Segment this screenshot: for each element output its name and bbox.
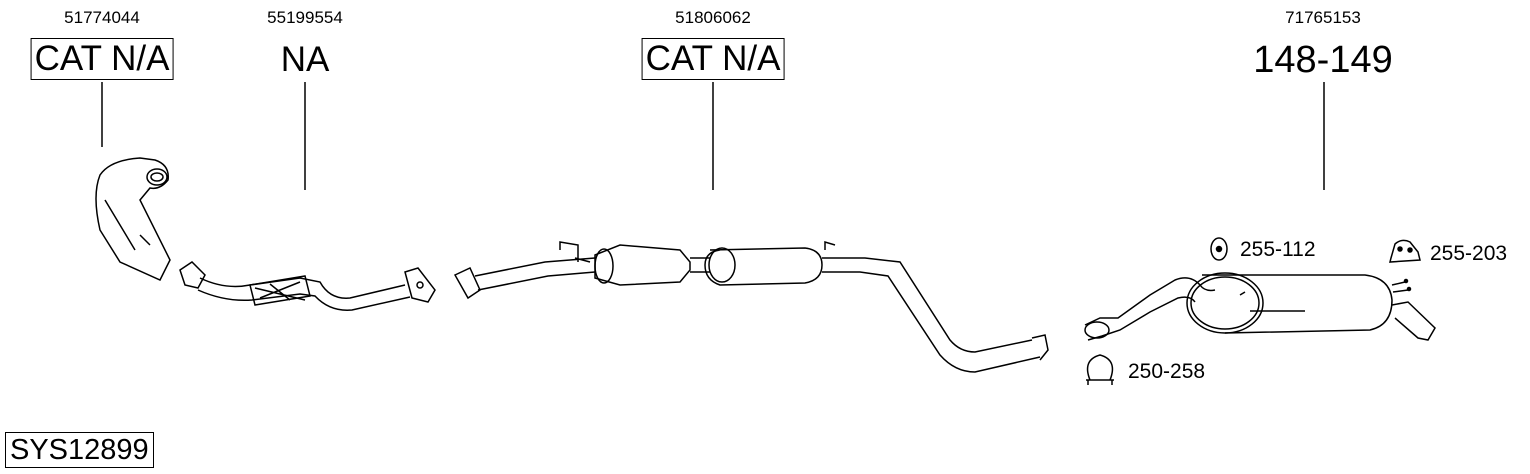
part-ref-label[interactable]: 148-149 [1253,39,1393,81]
part-ref-label[interactable]: CAT N/A [30,38,174,80]
accessory-code[interactable]: 255-203 [1430,242,1508,265]
oe-number: 55199554 [267,8,343,27]
accessory-code[interactable]: 255-112 [1240,238,1316,261]
catalytic-converter-1 [95,157,171,281]
oe-number: 71765153 [1285,8,1361,27]
oe-number: 51774044 [64,8,140,27]
oe-number: 51806062 [675,8,751,27]
part-ref-label[interactable]: NA [280,40,330,79]
rear-silencer [1084,272,1436,341]
rubber-mount-icon [1210,237,1228,261]
hanger-bracket-icon [1389,239,1421,263]
system-code: SYS12899 [5,432,154,468]
accessory-code[interactable]: 250-258 [1128,360,1206,383]
part-ref-label[interactable]: CAT N/A [641,38,785,80]
catalytic-converter-2 [453,240,1049,373]
front-pipe [179,261,436,311]
pipe-clamp-icon [1086,354,1114,385]
